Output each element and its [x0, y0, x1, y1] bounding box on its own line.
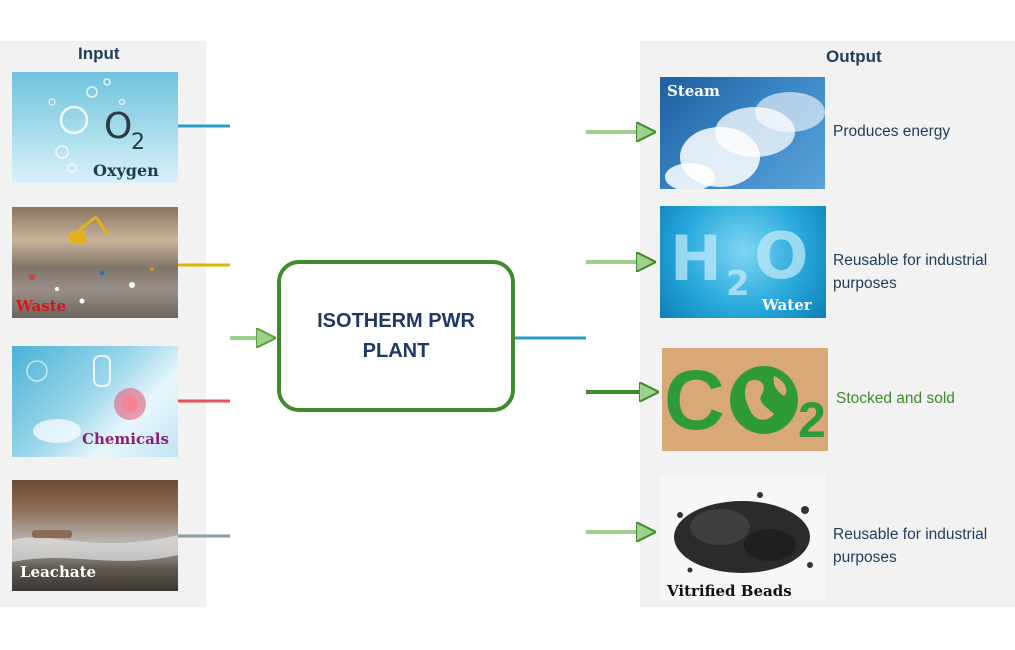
- water-tile: H 2 O Water: [660, 206, 826, 318]
- oxygen-bubbles-icon: [48, 78, 126, 173]
- oxygen-formula-o: O: [104, 106, 133, 147]
- oxygen-label: Oxygen: [93, 161, 159, 180]
- leachate-label: Leachate: [20, 563, 97, 581]
- excavator-icon: [29, 215, 154, 304]
- leachate-stream-icon: [12, 530, 178, 562]
- steam-label: Steam: [667, 82, 720, 100]
- steam-description: Produces energy: [833, 123, 951, 140]
- beads-description: Reusable for industrial purposes: [833, 526, 988, 566]
- water-label: Water: [762, 296, 812, 314]
- co2-formula-sub: 2: [798, 392, 826, 448]
- flask-icon: [26, 355, 146, 443]
- chemicals-tile: Chemicals: [12, 346, 178, 457]
- water-formula-sub: 2: [726, 264, 750, 304]
- chemicals-label: Chemicals: [82, 430, 169, 448]
- steam-tile: Steam: [660, 77, 825, 189]
- oxygen-formula-sub: 2: [131, 130, 145, 155]
- output-title: Output: [826, 47, 882, 66]
- steam-cloud-icon: [665, 92, 825, 189]
- co2-description: Stocked and sold: [836, 390, 955, 407]
- beads-label: Vitrified Beads: [667, 582, 792, 600]
- water-formula-h: H: [670, 222, 722, 295]
- waste-label: Waste: [16, 297, 67, 315]
- isotherm-pwr-plant-box: ISOTHERM PWR PLANT: [277, 260, 515, 412]
- input-title: Input: [78, 44, 120, 63]
- plant-title: ISOTHERM PWR PLANT: [317, 310, 475, 362]
- water-description: Reusable for industrial purposes: [833, 252, 988, 292]
- vitrified-beads-icon: [674, 492, 813, 573]
- waste-tile: Waste: [12, 207, 178, 318]
- water-formula-o: O: [754, 220, 809, 294]
- globe-icon: [730, 366, 798, 434]
- co2-formula-c: C: [664, 353, 725, 447]
- oxygen-tile: O 2 Oxygen: [12, 72, 178, 183]
- co2-tile: C 2: [662, 348, 828, 451]
- leachate-tile: Leachate: [12, 480, 178, 591]
- beads-tile: Vitrified Beads: [660, 475, 826, 600]
